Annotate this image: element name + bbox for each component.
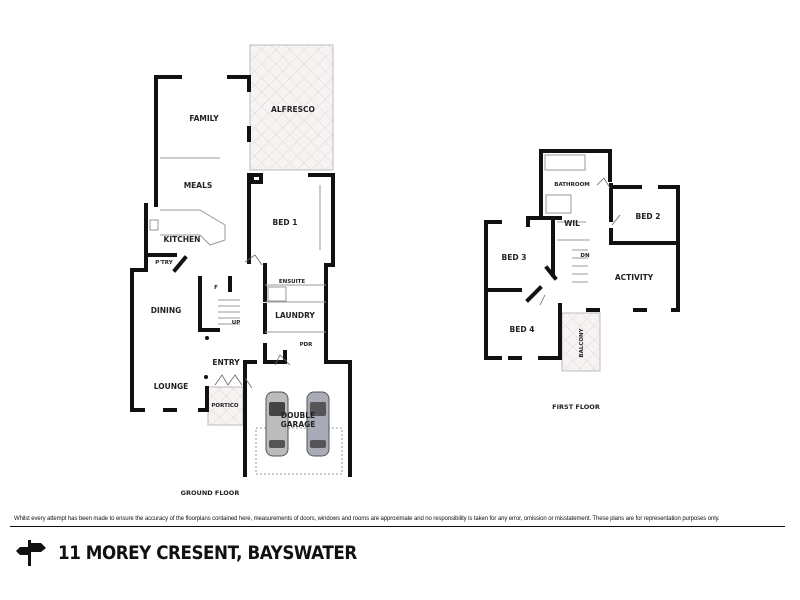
room-label-balcony: BALCONY (579, 327, 585, 357)
property-title: 11 MOREY CRESENT, BAYSWATER (58, 542, 357, 564)
portico-area (207, 386, 244, 426)
room-label-kitchen: KITCHEN (164, 235, 201, 244)
room-label-alfresco: ALFRESCO (271, 105, 315, 114)
room-label-portico: PORTICO (211, 403, 239, 409)
room-label-lounge: LOUNGE (154, 382, 189, 391)
room-label-wil: WIL (564, 219, 580, 228)
room-label-bathroom: BATHROOM (554, 182, 589, 188)
ground-floor-plan: FAMILY ALFRESCO MEALS BED 1 KITCHEN P'TR… (130, 44, 352, 497)
room-label-bed3: BED 3 (502, 253, 527, 262)
room-label-bed2: BED 2 (636, 212, 661, 221)
room-label-garage: DOUBLE (281, 411, 315, 420)
first-floor-label: FIRST FLOOR (552, 403, 600, 411)
room-label-laundry: LAUNDRY (275, 311, 315, 320)
room-label-entry: ENTRY (212, 358, 240, 367)
ground-floor-label: GROUND FLOOR (181, 489, 240, 497)
room-label-pdr: PDR (300, 342, 314, 348)
room-label-bed1: BED 1 (273, 218, 298, 227)
room-label-pantry: P'TRY (155, 260, 173, 266)
room-label-dn: DN (580, 253, 590, 259)
signpost-icon (16, 540, 46, 566)
room-label-fridge: F (214, 285, 218, 291)
first-floor-plan: BATHROOM BED 2 WIL BED 3 DN ACTIVITY BED… (484, 149, 680, 411)
room-label-dining: DINING (151, 306, 182, 315)
alfresco-area (249, 44, 334, 171)
divider (10, 526, 785, 527)
room-label-bed4: BED 4 (510, 325, 535, 334)
car-icon (265, 391, 289, 457)
disclaimer-text: Whilst every attempt has been made to en… (14, 516, 720, 522)
room-label-garage-2: GARAGE (281, 420, 316, 429)
room-label-ensuite: ENSUITE (279, 279, 306, 285)
room-label-family: FAMILY (189, 114, 219, 123)
car-icon (306, 391, 330, 457)
room-label-up: UP (232, 320, 241, 326)
room-label-activity: ACTIVITY (615, 273, 654, 282)
balcony-area (561, 312, 601, 372)
room-label-meals: MEALS (184, 181, 213, 190)
